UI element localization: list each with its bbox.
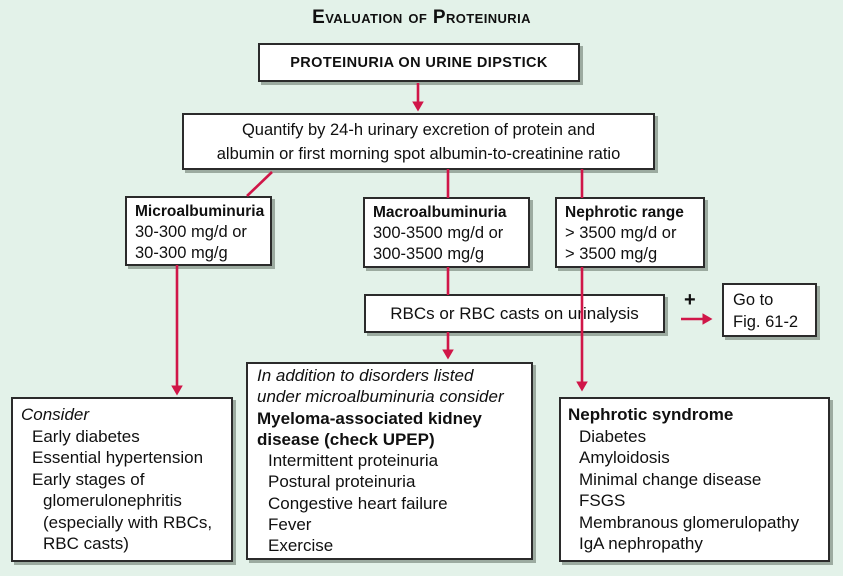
arrow-rbc-to-myeloma bbox=[442, 332, 454, 360]
plus-sign: + bbox=[684, 289, 696, 311]
page-title: Evaluation of Proteinuria bbox=[312, 7, 531, 28]
list-item: RBC casts) bbox=[43, 534, 129, 553]
list-item: Intermittent proteinuria bbox=[268, 451, 439, 471]
list-item: Minimal change disease bbox=[579, 469, 762, 489]
node-nephrotic-syndrome: Nephrotic syndrome Diabetes Amyloidosis … bbox=[559, 397, 830, 562]
node-macroalbuminuria-heading: Macroalbuminuria bbox=[373, 204, 507, 221]
node-nephrotic-syndrome-heading: Nephrotic syndrome bbox=[568, 405, 734, 424]
node-nephrotic-range: Nephrotic range > 3500 mg/d or > 3500 mg… bbox=[555, 197, 705, 268]
node-nephrotic-range-line1: > 3500 mg/d or bbox=[565, 224, 677, 242]
list-item: Diabetes bbox=[579, 426, 647, 446]
node-microalbuminuria-heading: Microalbuminuria bbox=[135, 203, 265, 220]
node-nephrotic-range-heading: Nephrotic range bbox=[565, 204, 684, 221]
list-item: Amyloidosis bbox=[579, 448, 670, 467]
node-quantify-line1: Quantify by 24-h urinary excretion of pr… bbox=[241, 120, 596, 139]
list-item: Congestive heart failure bbox=[268, 493, 448, 513]
list-item: Membranous glomerulopathy bbox=[579, 512, 800, 532]
node-macroalbuminuria-line1: 300-3500 mg/d or bbox=[373, 224, 504, 242]
node-goto-line1: Go to bbox=[733, 291, 774, 309]
arrow-microalbuminuria-to-consider bbox=[171, 265, 183, 396]
list-item: glomerulonephritis bbox=[43, 491, 182, 510]
node-goto-line2: Fig. 61-2 bbox=[733, 313, 799, 331]
node-consider-heading: Consider bbox=[21, 405, 90, 424]
node-proteinuria-dipstick-label: PROTEINURIA ON URINE DIPSTICK bbox=[290, 54, 548, 71]
list-item: Fever bbox=[268, 515, 312, 535]
node-myeloma-heading-line2: disease (check UPEP) bbox=[257, 429, 435, 449]
node-microalbuminuria-line2: 30-300 mg/g bbox=[135, 244, 228, 262]
list-item: Early stages of bbox=[32, 469, 145, 489]
node-myeloma-intro-line1: In addition to disorders listed bbox=[257, 366, 474, 385]
node-goto-fig-61-2: Go to Fig. 61-2 bbox=[722, 283, 817, 337]
list-item: Exercise bbox=[268, 536, 334, 556]
node-proteinuria-dipstick: PROTEINURIA ON URINE DIPSTICK bbox=[258, 43, 580, 82]
node-consider: Consider Early diabetes Essential hypert… bbox=[11, 397, 233, 562]
node-quantify: Quantify by 24-h urinary excretion of pr… bbox=[182, 113, 655, 170]
list-item: IgA nephropathy bbox=[579, 534, 703, 553]
node-rbc-urinalysis-label: RBCs or RBC casts on urinalysis bbox=[390, 303, 639, 323]
node-myeloma-intro-line2: under microalbuminuria consider bbox=[257, 387, 504, 407]
arrow-rbc-to-goto bbox=[681, 313, 713, 325]
connector-quantify-to-microalbuminuria bbox=[246, 171, 273, 197]
node-nephrotic-range-line2: > 3500 mg/g bbox=[565, 245, 658, 263]
node-quantify-line2: albumin or first morning spot albumin-to… bbox=[216, 144, 621, 163]
list-item: FSGS bbox=[579, 491, 626, 510]
list-item: Essential hypertension bbox=[32, 448, 204, 467]
list-item: Early diabetes bbox=[32, 426, 140, 446]
node-macroalbuminuria: Macroalbuminuria 300-3500 mg/d or 300-35… bbox=[363, 197, 530, 268]
list-item: Postural proteinuria bbox=[268, 472, 416, 492]
node-macroalbuminuria-line2: 300-3500 mg/g bbox=[373, 245, 484, 263]
node-microalbuminuria: Microalbuminuria 30-300 mg/d or 30-300 m… bbox=[125, 196, 272, 266]
list-item: (especially with RBCs, bbox=[43, 512, 213, 532]
arrow-dipstick-to-quantify bbox=[412, 83, 424, 112]
node-microalbuminuria-line1: 30-300 mg/d or bbox=[135, 223, 247, 241]
node-myeloma: In addition to disorders listed under mi… bbox=[246, 362, 533, 560]
node-rbc-urinalysis: RBCs or RBC casts on urinalysis bbox=[364, 294, 665, 333]
node-myeloma-heading-line1: Myeloma-associated kidney bbox=[257, 408, 482, 428]
